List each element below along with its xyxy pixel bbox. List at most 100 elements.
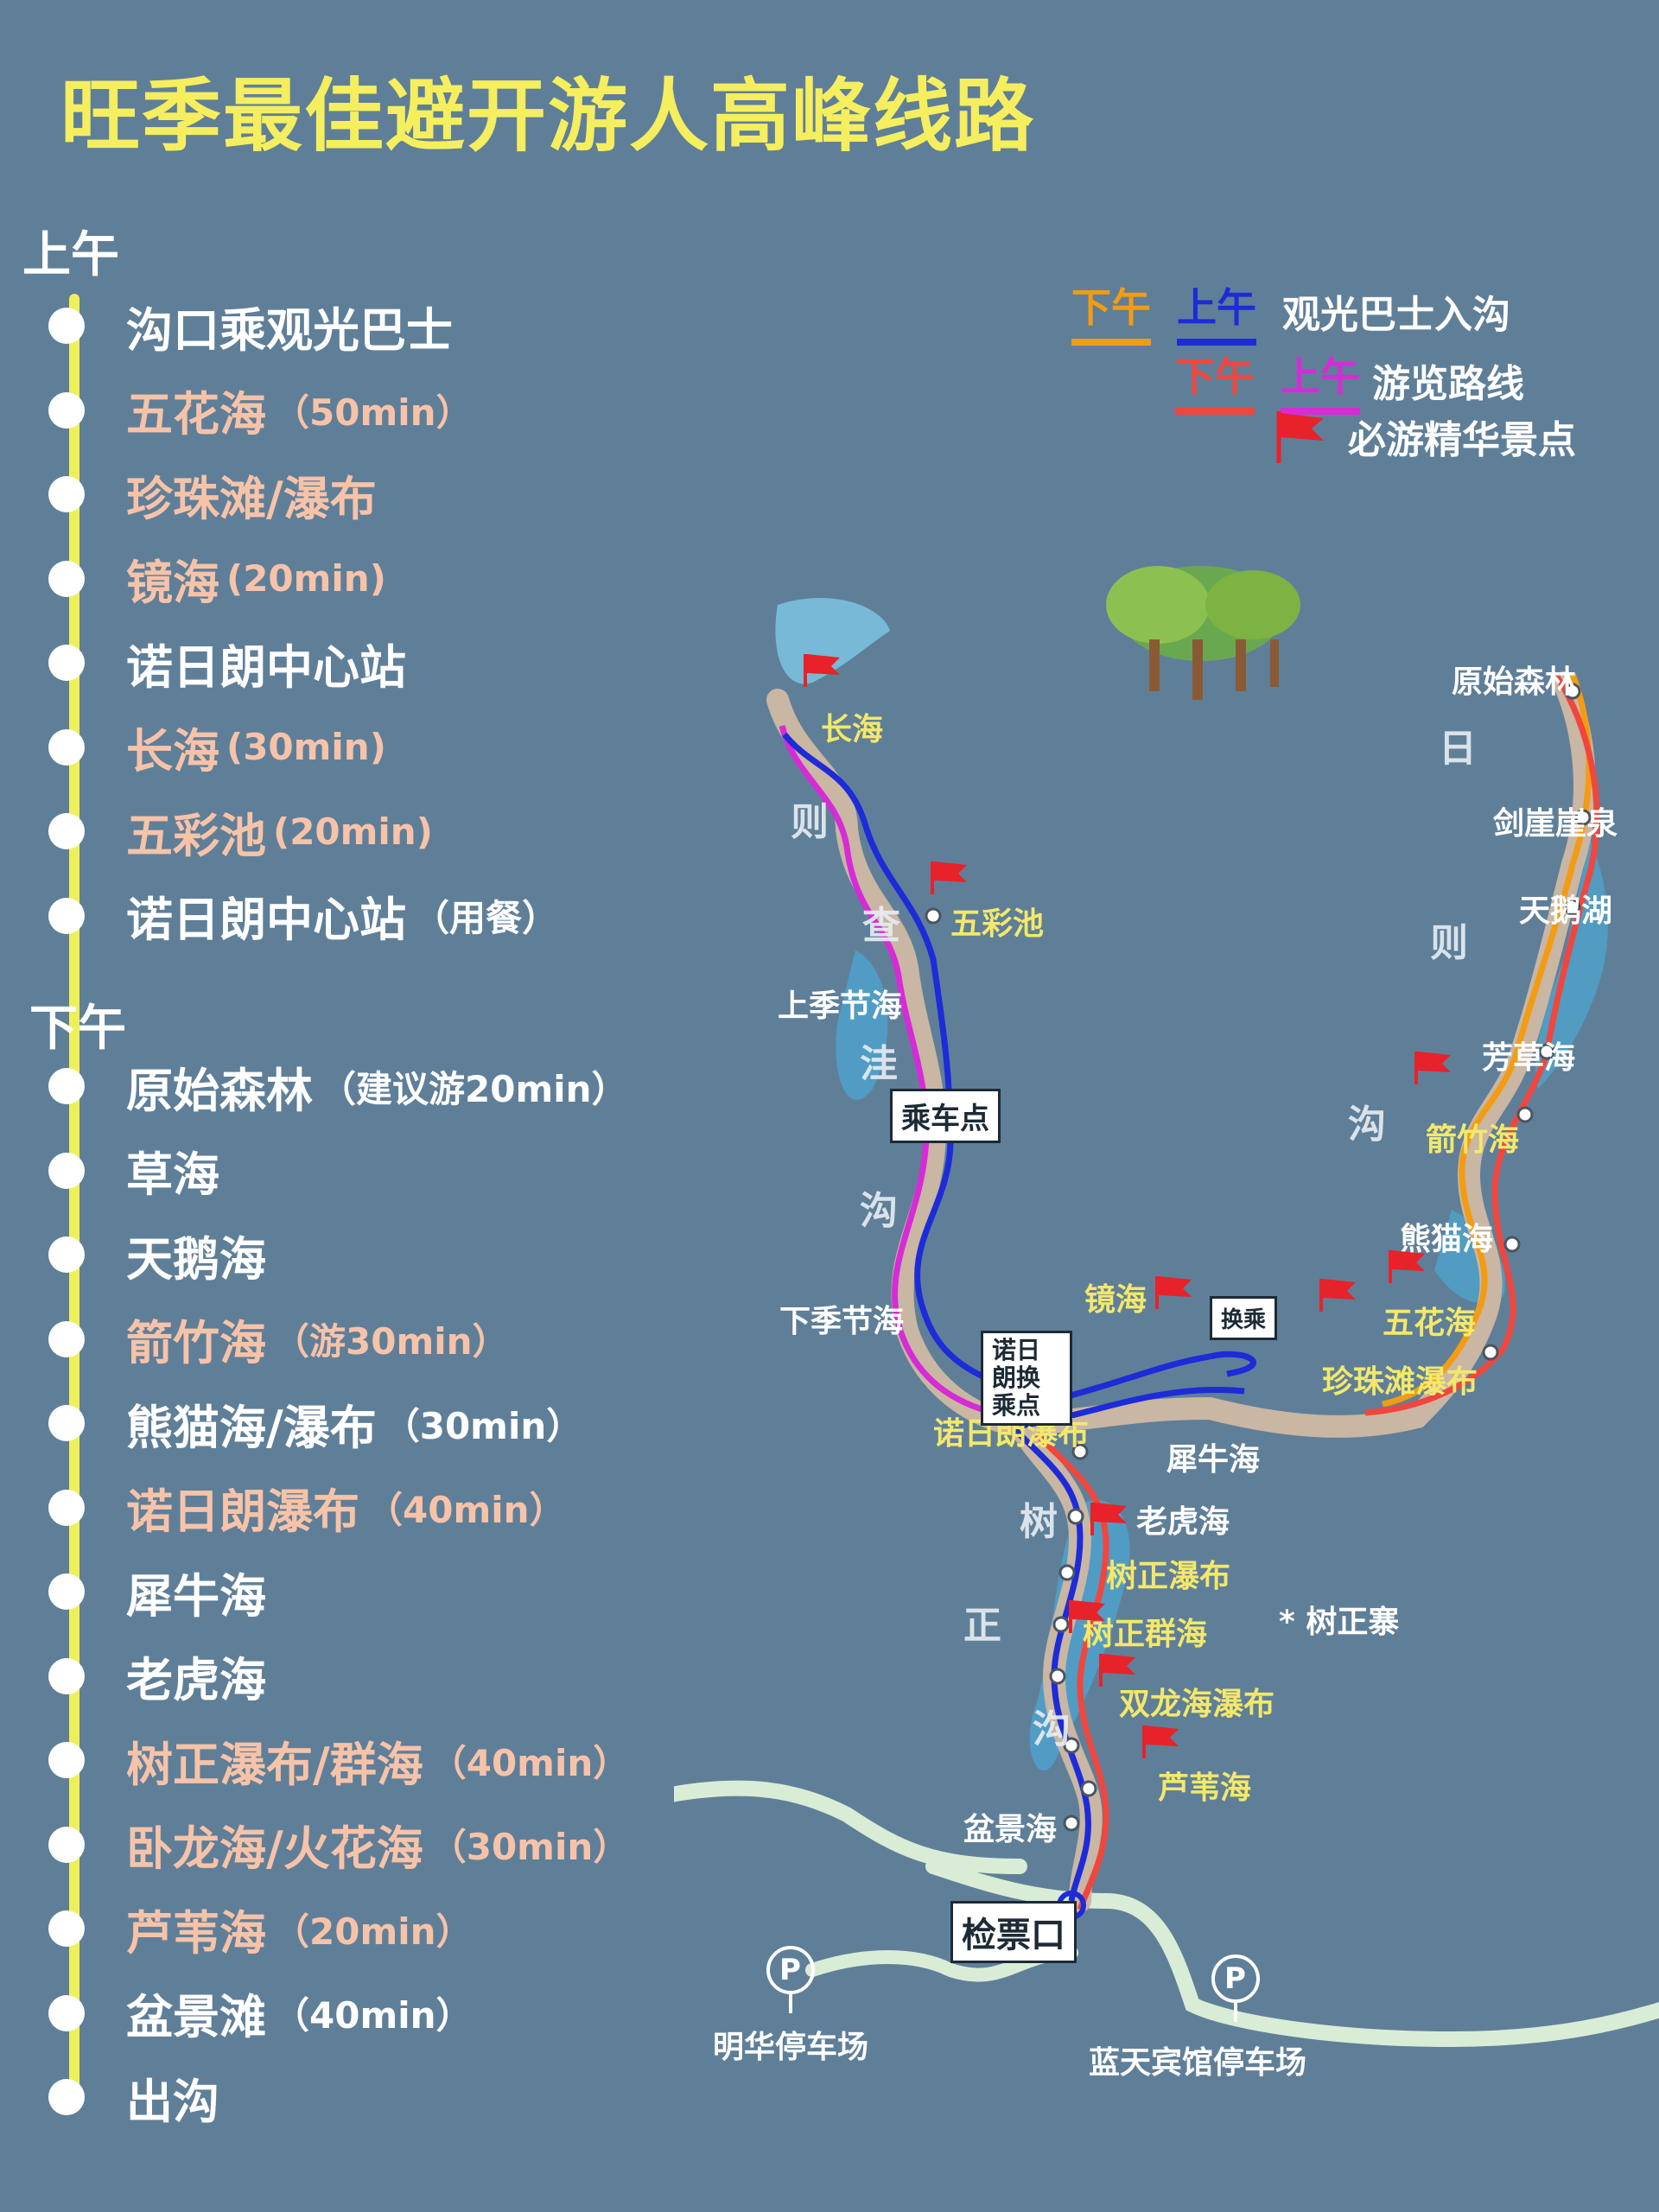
stop-name: 长海 bbox=[126, 724, 219, 779]
station-nuorilang: 诺日朗换乘点 bbox=[981, 1331, 1072, 1426]
morning-label: 上午 bbox=[22, 227, 119, 283]
stop-name: 镜海 bbox=[126, 556, 219, 610]
parking-p2: P bbox=[1224, 1961, 1246, 1996]
stop-duration: （40min） bbox=[366, 1489, 566, 1531]
flag-icon bbox=[1389, 1250, 1425, 1283]
timeline-stop: 出沟 bbox=[48, 2067, 826, 2129]
label-xiajijie: 下季节海 bbox=[779, 1304, 905, 1339]
timeline-stop: 诺日朗中心站 bbox=[48, 632, 826, 695]
timeline-dot bbox=[48, 1994, 85, 2031]
stop-duration: （建议游20min） bbox=[320, 1067, 628, 1110]
timeline-stop: 树正瀑布/群海（40min） bbox=[48, 1730, 826, 1792]
valley-left-4: 沟 bbox=[860, 1189, 898, 1233]
legend-tour-row: 下午 上午 游览路线 bbox=[1175, 346, 1524, 415]
timeline-stop: 镜海(20min) bbox=[48, 549, 826, 610]
stop-duration: （30min） bbox=[383, 1404, 583, 1447]
stop-duration: （40min） bbox=[429, 1741, 630, 1784]
stop-duration: （40min） bbox=[273, 1994, 473, 2037]
flag-icon bbox=[1319, 1279, 1356, 1312]
label-laohu: 老虎海 bbox=[1136, 1504, 1230, 1540]
timeline-stop: 盆景滩（40min） bbox=[48, 1983, 826, 2044]
timeline-stop: 卧龙海/火花海（30min） bbox=[48, 1815, 826, 1876]
stop-name: 出沟 bbox=[126, 2074, 219, 2129]
label-shuzheng-pubu: 树正瀑布 bbox=[1106, 1559, 1231, 1594]
stop-name: 熊猫海/瀑布 bbox=[126, 1400, 377, 1455]
legend-bus-row: 下午 上午 观光巴士入沟 bbox=[1071, 276, 1510, 346]
scenic-map: 长海 五彩池 上季节海 下季节海 原始森林 剑崖崖泉 天鹅湖 芳草海 箭竹海 熊… bbox=[674, 553, 1659, 2195]
timeline-dot bbox=[48, 391, 85, 429]
stop-duration: （游30min） bbox=[273, 1320, 509, 1363]
label-fangcao: 芳草海 bbox=[1482, 1040, 1576, 1076]
legend-bus-am: 上午 bbox=[1177, 276, 1256, 346]
stop-duration: （30min） bbox=[429, 1826, 630, 1868]
stop-name: 诺日朗瀑布 bbox=[126, 1484, 359, 1539]
valley-bottom-2: 正 bbox=[963, 1604, 1001, 1648]
stop-name: 草海 bbox=[126, 1147, 219, 1202]
stop-name: 诺日朗中心站 bbox=[126, 639, 406, 695]
stop-duration: （用餐） bbox=[413, 897, 559, 939]
timeline-stop: 原始森林（建议游20min） bbox=[48, 1056, 826, 1118]
stop-name: 箭竹海 bbox=[126, 1316, 266, 1370]
timeline-stop: 五花海（50min） bbox=[48, 380, 826, 442]
timeline-dot bbox=[48, 645, 85, 681]
timeline-stop: 沟口乘观光巴士 bbox=[48, 296, 826, 358]
page-title: 旺季最佳避开游人高峰线路 bbox=[60, 70, 1036, 162]
timeline-dot bbox=[48, 560, 85, 597]
label-yuanshi: 原始森林 bbox=[1452, 664, 1577, 700]
label-shuanglong: 双龙海瀑布 bbox=[1119, 1687, 1275, 1722]
legend-bus-text: 观光巴士入沟 bbox=[1282, 293, 1510, 337]
timeline-stop: 犀牛海 bbox=[48, 1561, 826, 1624]
timeline-dot bbox=[48, 1068, 85, 1104]
stop-name: 五彩池 bbox=[126, 808, 266, 863]
parking-p1: P bbox=[779, 1953, 801, 1987]
legend-flag-row: 必游精华景点 bbox=[1270, 406, 1576, 467]
stop-name: 五花海 bbox=[126, 387, 266, 442]
label-shangjijie: 上季节海 bbox=[778, 988, 903, 1024]
timeline-dot bbox=[48, 1910, 85, 1947]
label-jianzhu: 箭竹海 bbox=[1426, 1122, 1520, 1158]
timeline-dot bbox=[48, 1573, 85, 1610]
timeline-stop: 五彩池(20min) bbox=[48, 801, 826, 863]
timeline-dot bbox=[48, 897, 85, 934]
stop-name: 卧龙海/火花海 bbox=[126, 1821, 423, 1876]
label-shuzheng-qun: 树正群海 bbox=[1083, 1617, 1208, 1652]
legend-tour-pm: 下午 bbox=[1175, 346, 1255, 415]
stop-name: 天鹅海 bbox=[126, 1231, 266, 1287]
stop-duration: (20min) bbox=[226, 557, 386, 600]
timeline-stop: 天鹅海 bbox=[48, 1224, 826, 1287]
label-luwei: 芦苇海 bbox=[1158, 1770, 1252, 1806]
stop-name: 沟口乘观光巴士 bbox=[126, 302, 453, 358]
timeline-dot bbox=[48, 1489, 85, 1526]
stop-name: 珍珠滩/瀑布 bbox=[126, 471, 377, 526]
forest-icon bbox=[1106, 566, 1300, 700]
timeline-stop: 诺日朗瀑布（40min） bbox=[48, 1478, 826, 1539]
timeline-stop: 珍珠滩/瀑布 bbox=[48, 464, 826, 526]
timeline-dot bbox=[48, 1742, 85, 1778]
stop-duration: （50min） bbox=[273, 391, 473, 434]
label-jianya: 剑崖崖泉 bbox=[1493, 806, 1618, 842]
timeline-dot bbox=[48, 476, 85, 512]
timeline-dot bbox=[48, 1826, 85, 1863]
timeline-dot bbox=[48, 1152, 85, 1189]
label-penjing: 盆景海 bbox=[963, 1812, 1058, 1847]
stop-duration: (30min) bbox=[226, 726, 386, 768]
valley-right-1: 日 bbox=[1439, 727, 1477, 771]
station-jianpiao: 检票口 bbox=[950, 1901, 1077, 1963]
label-ming-parking: 明华停车场 bbox=[713, 2030, 869, 2065]
timeline-stop: 熊猫海/瀑布（30min） bbox=[48, 1393, 826, 1455]
timeline-stop: 长海(30min) bbox=[48, 717, 826, 779]
stop-name: 诺日朗中心站 bbox=[126, 893, 406, 947]
valley-right-3: 沟 bbox=[1348, 1103, 1386, 1147]
timeline-dot bbox=[48, 1236, 85, 1273]
timeline-dot bbox=[48, 813, 85, 849]
timeline-stop: 草海 bbox=[48, 1141, 826, 1202]
stop-duration: (20min) bbox=[273, 810, 433, 853]
stop-duration: （20min） bbox=[273, 1910, 473, 1953]
timeline-stop: 箭竹海（游30min） bbox=[48, 1309, 826, 1370]
legend: 下午 上午 观光巴士入沟 下午 上午 游览路线 必游精华景点 bbox=[1071, 276, 1607, 467]
legend-bus-pm: 下午 bbox=[1071, 276, 1151, 346]
flag-icon bbox=[1155, 1276, 1192, 1309]
label-changhai: 长海 bbox=[821, 712, 884, 747]
valley-right-2: 则 bbox=[1430, 921, 1468, 965]
stop-name: 老虎海 bbox=[126, 1653, 266, 1707]
